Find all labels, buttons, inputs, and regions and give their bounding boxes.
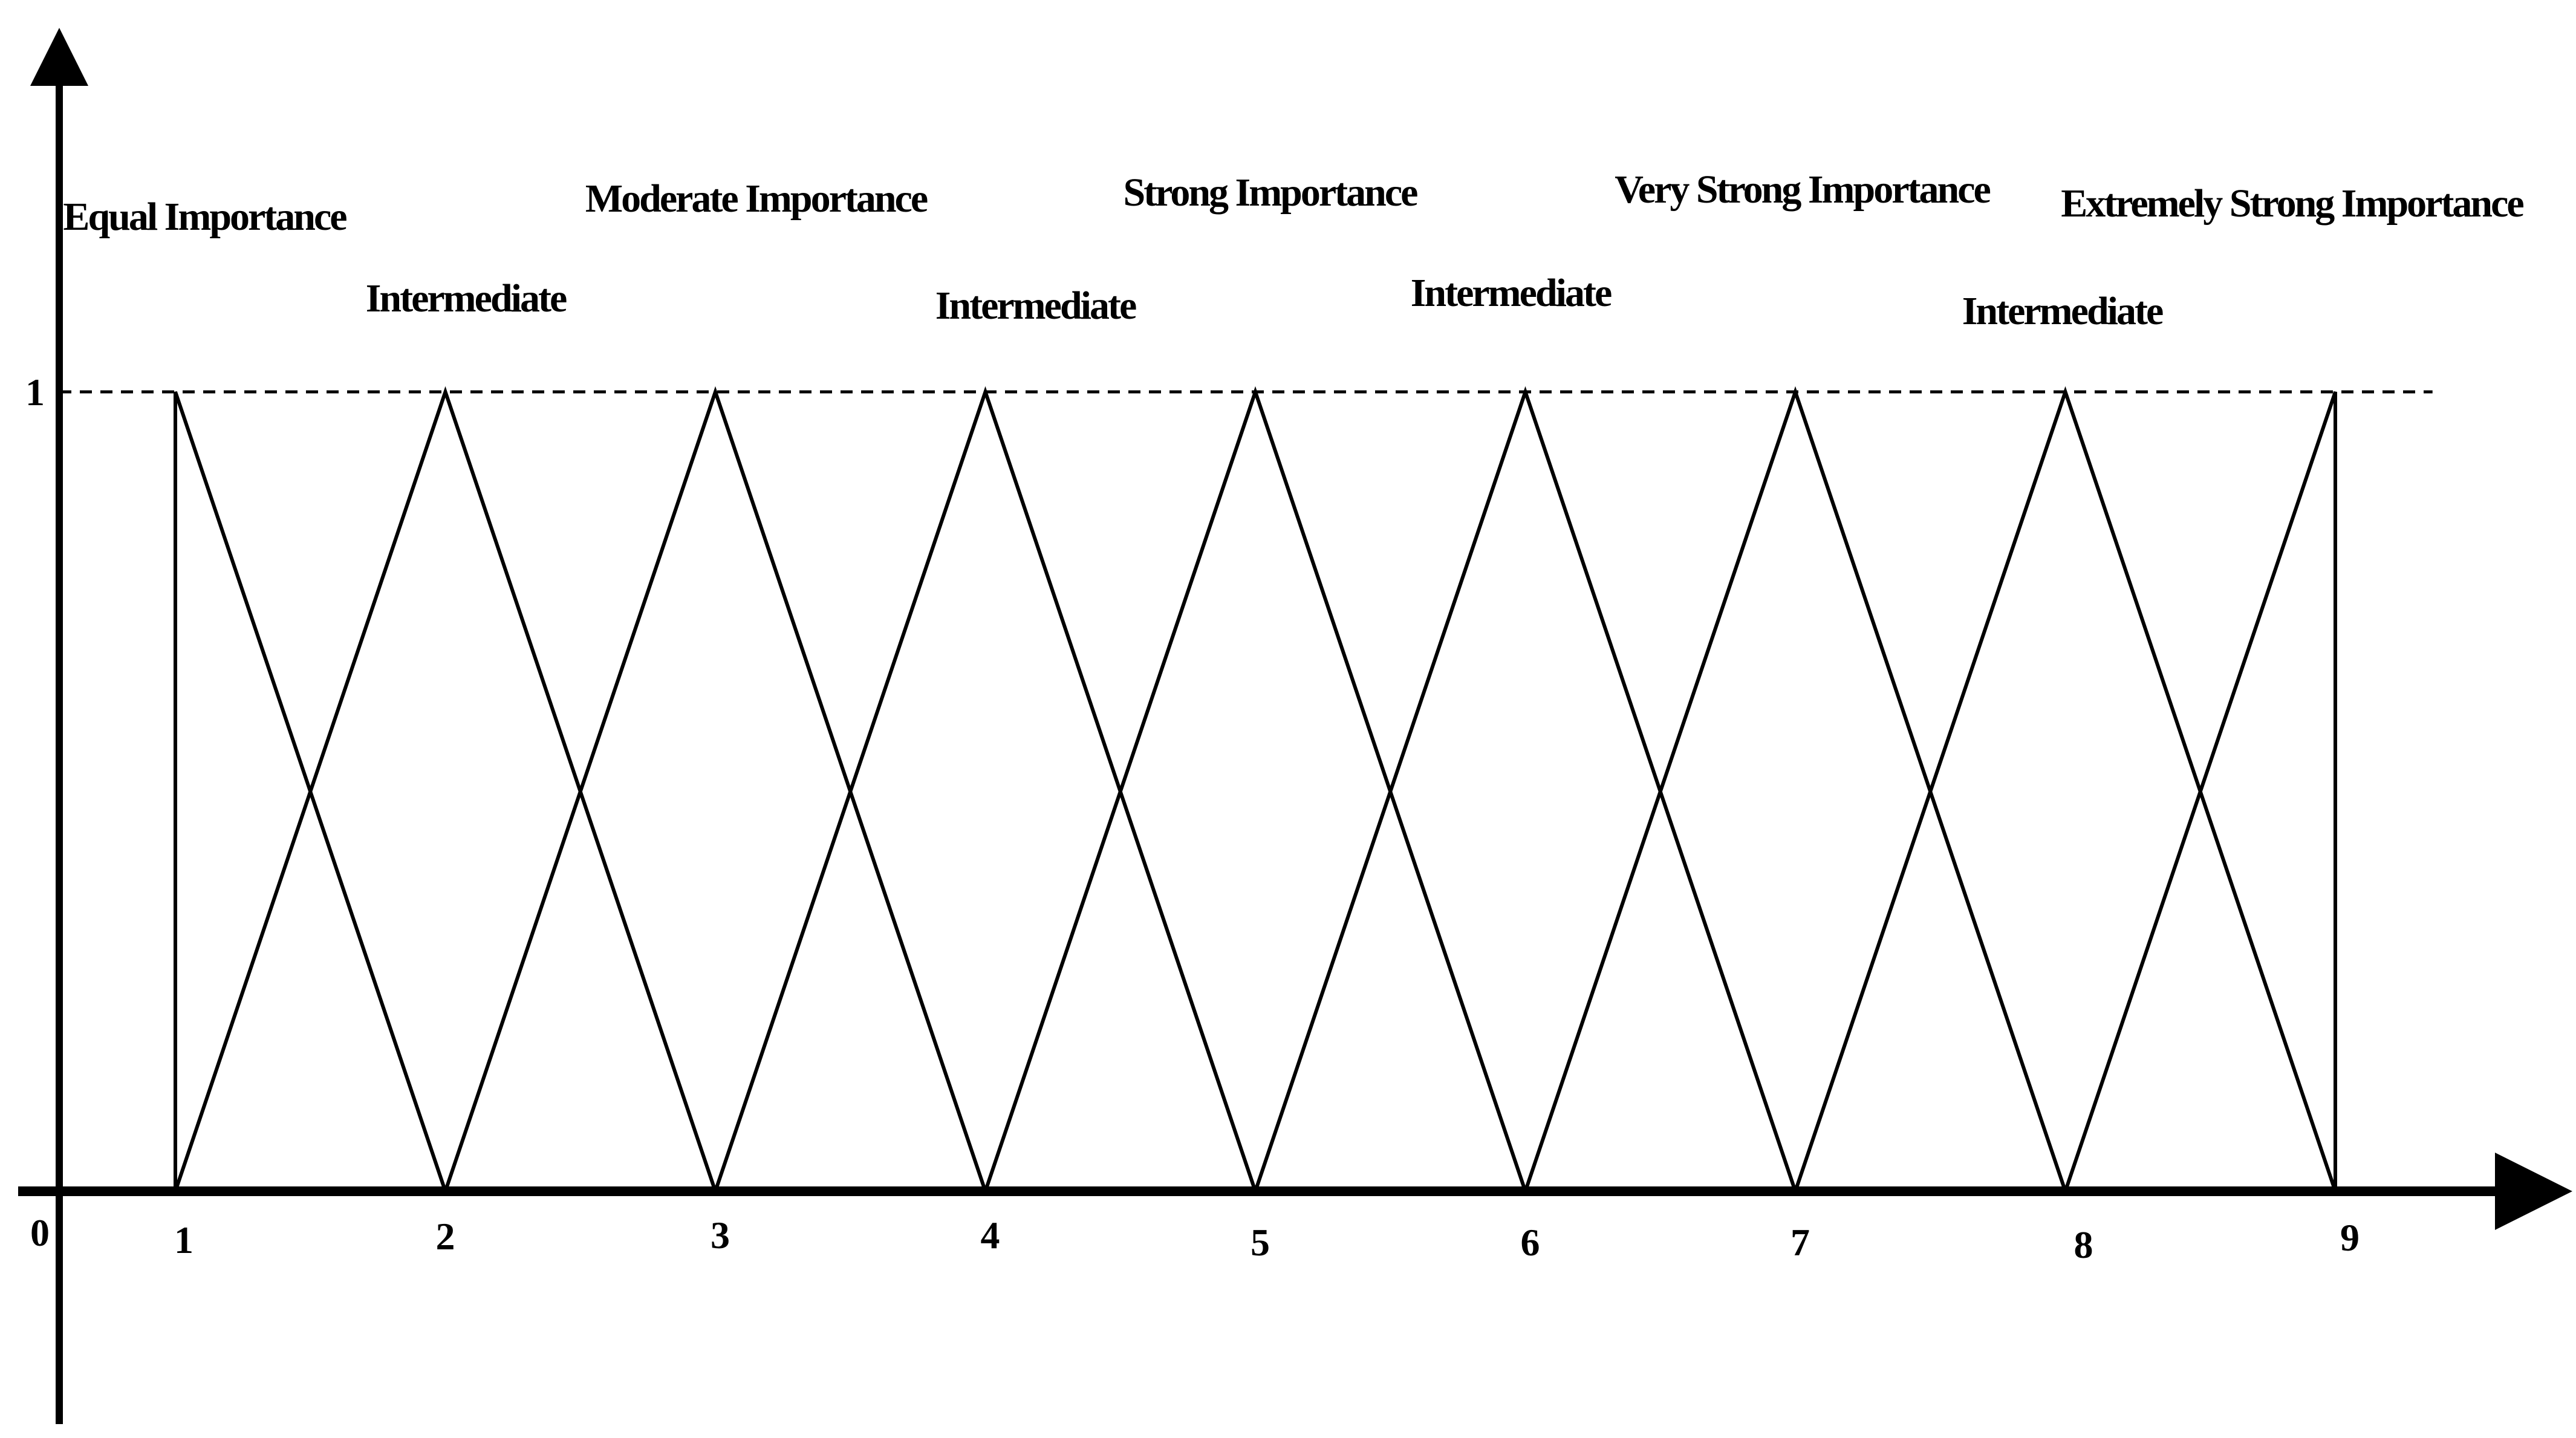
membership-triangle-2 <box>174 386 717 1192</box>
x-tick-label-4: 4 <box>980 1214 1000 1257</box>
annotation-label-1: Equal Importance <box>63 195 346 239</box>
x-tick-label-5: 5 <box>1251 1221 1270 1264</box>
x-tick-label-7: 7 <box>1791 1221 1810 1264</box>
x-tick-label-2: 2 <box>435 1215 455 1258</box>
membership-triangle-6 <box>1254 386 1797 1192</box>
annotation-label-5: Strong Importance <box>1124 171 1418 215</box>
x-tick-label-8: 8 <box>2073 1223 2093 1266</box>
x-tick-label-3: 3 <box>711 1214 730 1257</box>
y-tick-label-1: 1 <box>25 371 45 414</box>
annotation-label-3: Moderate Importance <box>585 177 928 221</box>
origin-label: 0 <box>30 1211 50 1254</box>
x-tick-label-6: 6 <box>1520 1221 1540 1264</box>
annotation-label-9: Extremely Strong Importance <box>2061 181 2523 226</box>
membership-triangle-5 <box>983 386 1527 1192</box>
annotation-label-4: Intermediate <box>935 284 1136 328</box>
x-tick-label-1: 1 <box>174 1218 194 1261</box>
membership-triangle-1 <box>173 391 447 1192</box>
annotation-label-6: Intermediate <box>1411 271 1612 315</box>
membership-triangle-8 <box>1794 386 2337 1192</box>
annotation-label-7: Very Strong Importance <box>1615 168 1990 212</box>
membership-triangle-3 <box>443 386 987 1192</box>
annotation-label-8: Intermediate <box>1962 289 2163 333</box>
membership-triangle-7 <box>1523 386 2067 1192</box>
annotation-label-2: Intermediate <box>366 276 567 320</box>
membership-triangle-4 <box>714 386 1257 1192</box>
x-tick-label-9: 9 <box>2340 1216 2360 1259</box>
membership-triangle-9 <box>2063 391 2337 1192</box>
